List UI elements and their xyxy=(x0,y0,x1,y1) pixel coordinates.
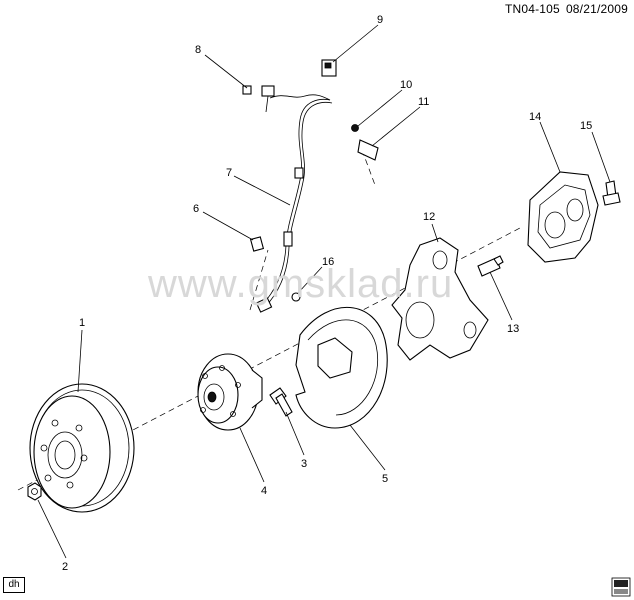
connector-bolt-part xyxy=(242,85,252,95)
callout-10: 10 xyxy=(400,79,412,91)
leader-line-7 xyxy=(233,175,291,206)
caliper-bolt-part xyxy=(602,180,621,206)
callout-9: 9 xyxy=(377,14,383,26)
leader-line-15 xyxy=(591,131,611,183)
callout-15: 15 xyxy=(580,120,592,132)
callout-14: 14 xyxy=(529,111,541,123)
diagram-code: TN04-105 xyxy=(504,2,560,16)
callout-4: 4 xyxy=(261,485,267,497)
wheel-hub-part xyxy=(197,353,263,431)
leader-line-3 xyxy=(285,411,305,456)
diagram-header: TN04-105 08/21/2009 xyxy=(499,2,628,16)
leader-line-2 xyxy=(37,499,67,559)
corner-tag: dh xyxy=(3,577,25,593)
harness-retainer-part xyxy=(357,139,379,161)
steering-knuckle-part xyxy=(391,237,489,361)
sensor-axis-line xyxy=(249,249,269,311)
callout-7: 7 xyxy=(226,167,232,179)
watermark-text: www.gmsklad.ru xyxy=(148,262,454,306)
diagram-date: 08/21/2009 xyxy=(565,2,628,16)
callout-11: 11 xyxy=(418,96,429,108)
leader-line-13 xyxy=(489,271,513,321)
leader-line-9 xyxy=(332,24,379,63)
callout-2: 2 xyxy=(62,561,68,573)
callout-8: 8 xyxy=(195,44,201,56)
retainer-bolt-part xyxy=(351,124,359,132)
leader-line-11 xyxy=(371,106,421,147)
splash-shield-part xyxy=(295,306,388,429)
speed-sensor-harness-part xyxy=(255,85,333,313)
hub-bolt-part xyxy=(269,387,293,417)
leader-line-10 xyxy=(357,89,403,127)
leader-line-1 xyxy=(77,329,83,393)
brake-caliper-part xyxy=(527,171,599,263)
leader-line-8 xyxy=(204,54,248,89)
leader-line-12 xyxy=(431,223,439,243)
callout-16: 16 xyxy=(322,256,334,268)
brake-rotor-part xyxy=(29,383,135,513)
callout-13: 13 xyxy=(507,323,519,335)
leader-line-14 xyxy=(539,121,561,173)
leader-line-5 xyxy=(349,424,386,471)
callout-1: 1 xyxy=(79,317,85,329)
corner-logo xyxy=(611,577,631,597)
callout-6: 6 xyxy=(193,203,199,215)
callout-3: 3 xyxy=(301,458,307,470)
electrical-connector-part xyxy=(321,59,337,77)
harness-clip-part xyxy=(249,236,265,252)
knuckle-bolt-part xyxy=(477,255,504,277)
lug-nut-part xyxy=(27,482,42,501)
leader-line-16 xyxy=(297,266,323,294)
clip-axis-line xyxy=(361,149,376,186)
leader-line-6 xyxy=(202,211,254,241)
leader-line-4 xyxy=(239,427,265,483)
sensor-bolt-part xyxy=(291,292,301,302)
callout-12: 12 xyxy=(423,211,435,223)
callout-5: 5 xyxy=(382,473,388,485)
